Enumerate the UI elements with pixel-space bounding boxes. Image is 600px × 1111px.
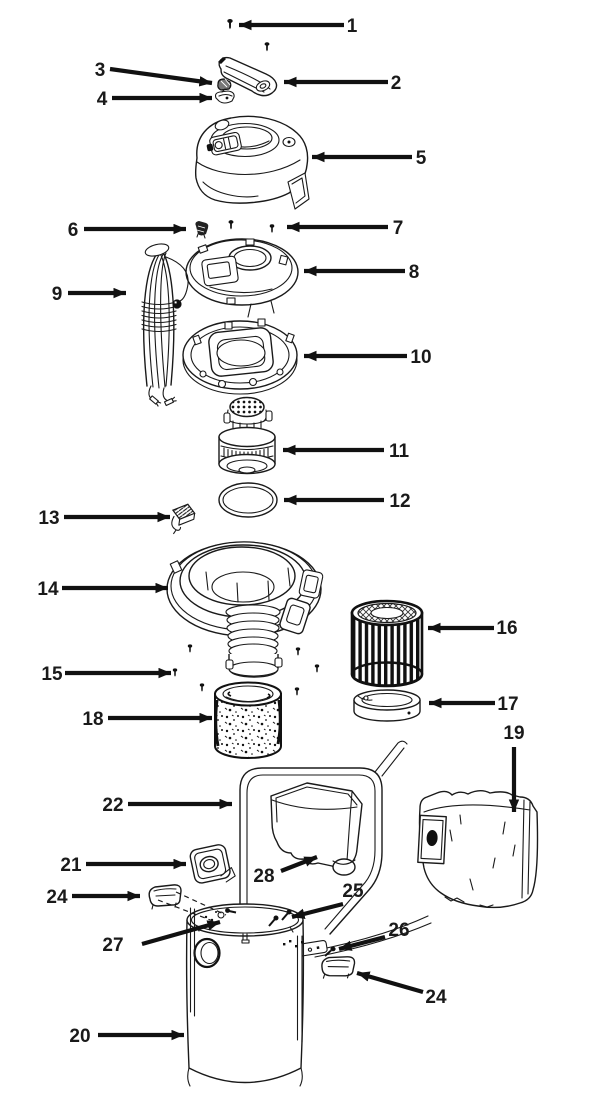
callout-label-18: 18	[82, 709, 103, 730]
part-22-frame-legs	[189, 907, 303, 1043]
power-switch	[206, 131, 242, 156]
arrow-to-part-3	[109, 66, 213, 87]
callout-label-17: 17	[497, 694, 518, 715]
callout-label-8: 8	[409, 262, 420, 283]
part-6-cord-clip	[195, 221, 209, 239]
callout-label-5: 5	[416, 148, 427, 169]
callout-label-24-left: 24	[46, 887, 68, 908]
callout-label-2: 2	[391, 73, 402, 94]
part-3-cord-hook	[217, 78, 232, 91]
part-16-cartridge-filter	[350, 599, 424, 688]
part-5-motor-cover	[194, 115, 310, 210]
callout-arrows	[62, 19, 520, 1041]
part-26-latch-screw	[283, 940, 336, 957]
callout-label-27: 27	[102, 935, 123, 956]
callout-label-11: 11	[389, 441, 410, 462]
callout-label-20: 20	[69, 1026, 90, 1047]
callout-label-16: 16	[496, 618, 517, 639]
part-14-tank-lid	[166, 541, 324, 678]
part-17-filter-retainer	[353, 689, 421, 722]
callout-label-1: 1	[347, 16, 358, 37]
callout-label-15: 15	[41, 664, 63, 685]
callout-label-4: 4	[97, 89, 108, 110]
part-2-carry-handle	[218, 56, 278, 97]
arrow-to-part-28	[280, 855, 318, 873]
part-21-diffuser	[189, 844, 236, 884]
part-19-filter-bag	[417, 790, 539, 909]
part-25-rim-screws	[268, 909, 292, 927]
part-13-clip	[171, 503, 196, 535]
part-4-latch-button	[214, 88, 235, 104]
assembly-guides	[157, 891, 227, 922]
callout-labels: 1 2 3 4 5 6 7 8 9 10 11 12 13 14 15 16 1…	[37, 16, 524, 1047]
part-18-foam-sleeve	[214, 681, 282, 760]
bag-inlet-collar	[417, 814, 447, 865]
lid-funnel	[225, 604, 283, 678]
callout-label-21: 21	[60, 855, 82, 876]
callout-label-22: 22	[102, 795, 123, 816]
part-8-motor-mount-plate	[185, 238, 299, 318]
callout-label-14: 14	[37, 579, 59, 600]
callout-label-13: 13	[38, 508, 59, 529]
callout-label-26: 26	[388, 920, 409, 941]
part-27-mounting-holes	[204, 908, 237, 922]
arrow-to-part-27	[141, 919, 221, 947]
arrow-to-part-26	[338, 934, 386, 952]
part-28-float-cage	[270, 782, 363, 876]
part-20-tank	[185, 903, 305, 1087]
part-9-power-cord	[141, 243, 189, 407]
arrow-to-part-24-right	[356, 970, 424, 995]
part-24-latch-left	[148, 884, 182, 910]
part-11-vacuum-motor	[218, 396, 276, 475]
callout-label-24-right: 24	[425, 987, 447, 1008]
callout-label-3: 3	[95, 60, 106, 81]
arrow-to-part-25	[291, 901, 344, 920]
callout-label-25: 25	[342, 881, 364, 902]
callout-label-28: 28	[253, 866, 274, 887]
callout-label-6: 6	[68, 220, 79, 241]
callout-label-7: 7	[393, 218, 404, 239]
callout-label-9: 9	[52, 284, 63, 305]
part-12-motor-gasket	[218, 482, 278, 518]
callout-label-12: 12	[389, 491, 410, 512]
callout-label-19: 19	[503, 723, 524, 744]
callout-label-10: 10	[410, 347, 431, 368]
part-24-latch-right	[321, 956, 356, 979]
part-10-motor-base-plate	[182, 318, 298, 395]
